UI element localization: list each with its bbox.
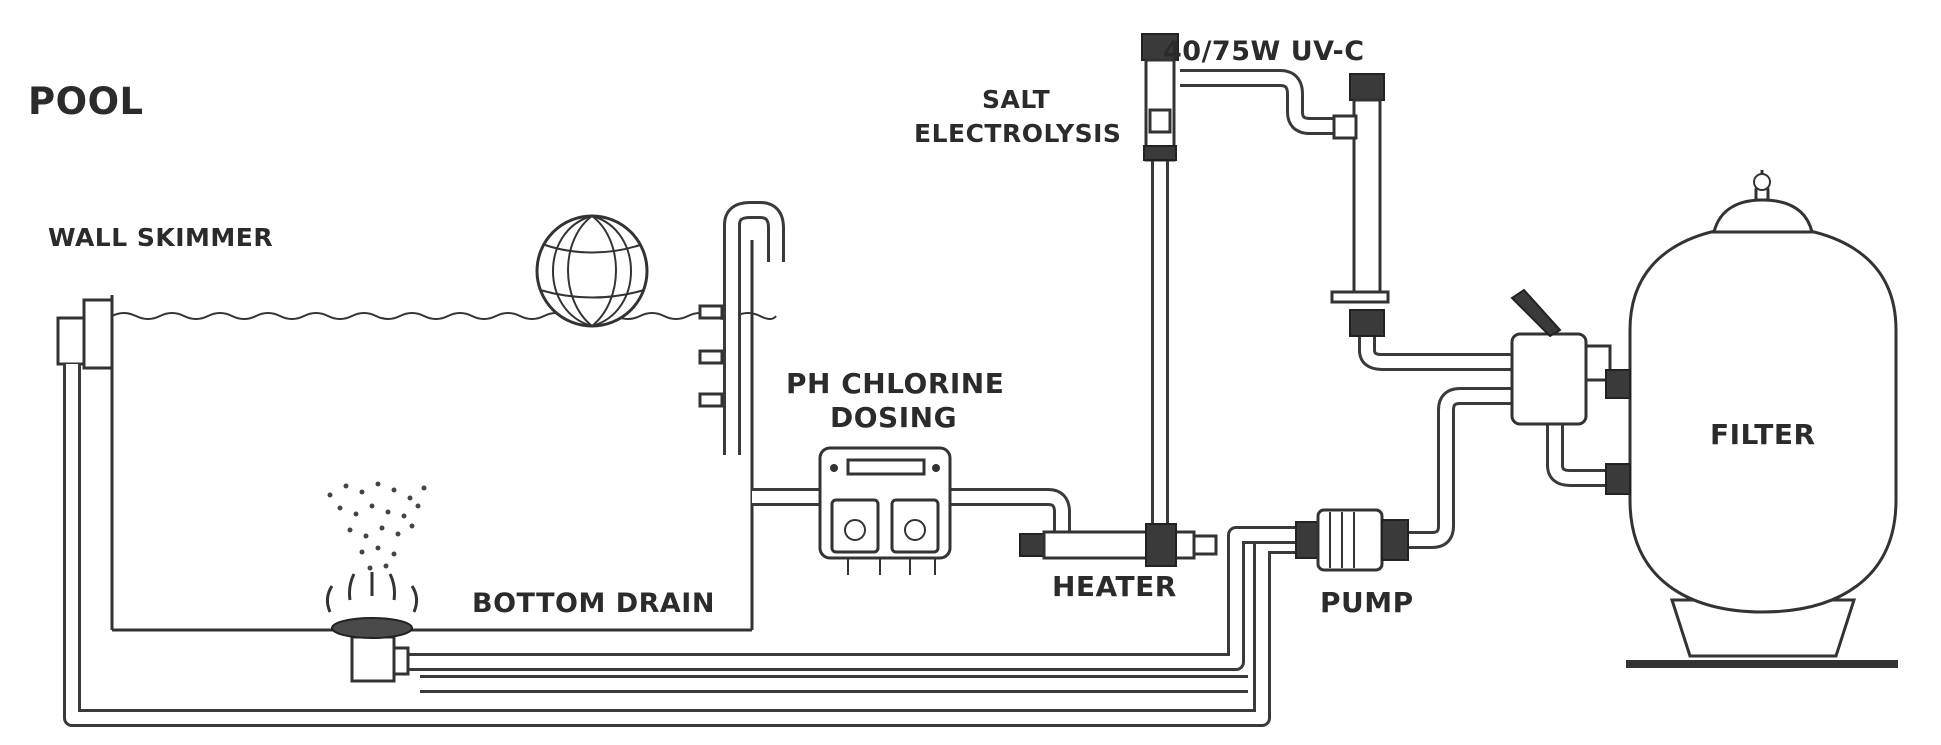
wall-skimmer-label: WALL SKIMMER [48, 223, 273, 252]
pipework [63, 69, 1608, 727]
uv-c-label: 40/75W UV-C [1163, 36, 1365, 67]
pool-label: POOL [28, 80, 144, 123]
beach-ball-icon [535, 214, 649, 328]
sand-filter-tank [1626, 170, 1898, 668]
pump-label: PUMP [1320, 586, 1414, 619]
filter-label: FILTER [1710, 418, 1816, 451]
bottom-drain-label: BOTTOM DRAIN [472, 588, 715, 619]
bottom-drain-icon [325, 572, 419, 683]
wall-skimmer-icon [56, 298, 114, 370]
ph-chlorine-label-line2: DOSING [830, 401, 957, 434]
salt-label-line1: SALT [982, 85, 1050, 114]
salt-electrolysis-cell [1141, 33, 1179, 162]
pool-basin [110, 240, 754, 632]
ph-chlorine-label-line1: PH CHLORINE [786, 367, 1004, 400]
bubbles-icon [327, 481, 427, 571]
pump-unit [1295, 508, 1409, 572]
multiport-valve [1510, 288, 1612, 426]
heater-unit [1019, 523, 1218, 567]
uv-c-lamp [1330, 73, 1390, 337]
heater-label: HEATER [1052, 570, 1177, 603]
pool-ladder-icon [698, 201, 785, 455]
ph-chlorine-dosing-unit [818, 446, 952, 575]
filter-couplings [1605, 369, 1631, 495]
salt-label-line2: ELECTROLYSIS [914, 119, 1121, 148]
water-surface [111, 312, 777, 320]
